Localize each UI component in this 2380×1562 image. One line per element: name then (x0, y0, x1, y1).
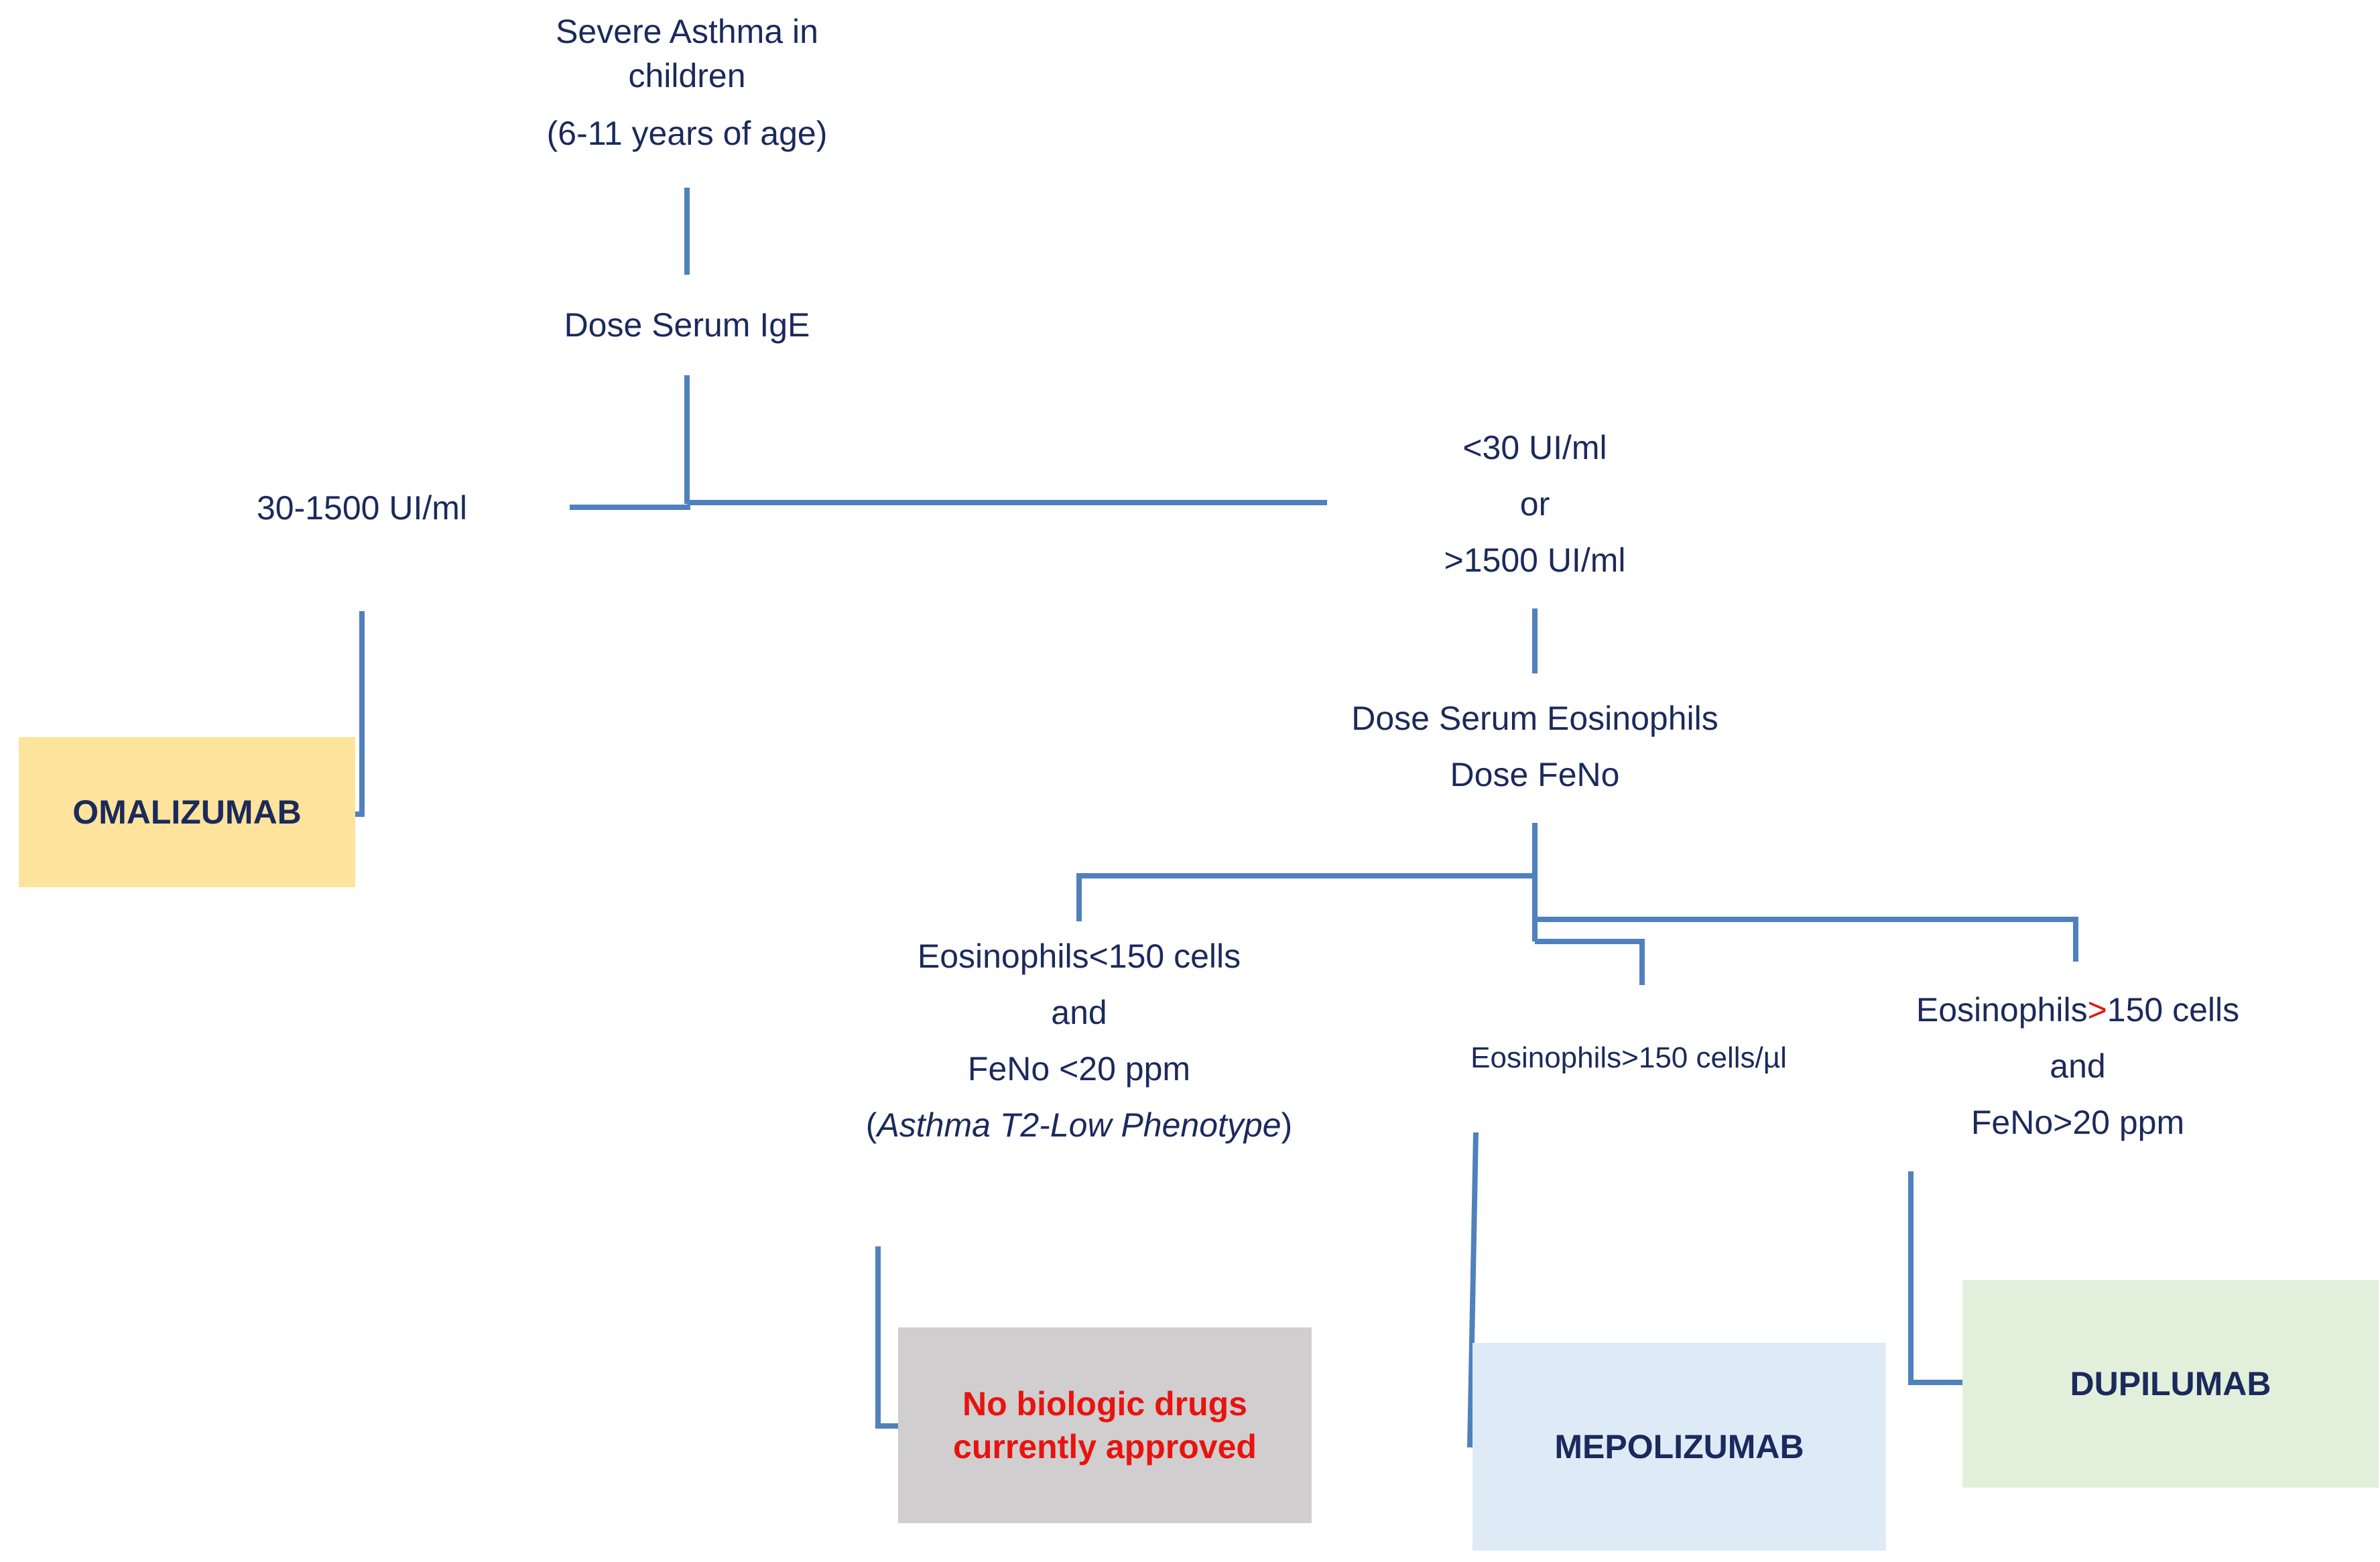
connector-to-mepolizumab (1467, 1132, 1479, 1448)
connector-to-dupilumab (1908, 1171, 1964, 1385)
no-biologic-line1: No biologic drugs (962, 1385, 1247, 1423)
ige-test-node: Dose Serum IgE (564, 306, 810, 344)
omalizumab-box: OMALIZUMAB (19, 737, 355, 887)
connector-to-low-branch (1076, 873, 1538, 921)
root-line1: Severe Asthma in (556, 13, 818, 50)
no-biologic-text: No biologic drugs currently approved (953, 1382, 1257, 1468)
low-branch-line1: Eosinophils<150 cells (917, 937, 1241, 975)
connector-to-high-branch (1535, 917, 2078, 962)
high-branch-cells: 150 cells (2107, 991, 2240, 1029)
ige-range-out-line1: <30 UI/ml (1462, 429, 1607, 466)
high-branch-node: Eosinophils>150 cells and FeNo>20 ppm (1810, 982, 2346, 1151)
high-branch-eos-label: Eosinophils (1916, 991, 2088, 1029)
low-branch-paren-open: ( (865, 1106, 877, 1144)
dupilumab-label: DUPILUMAB (2070, 1365, 2271, 1403)
mepolizumab-box: MEPOLIZUMAB (1473, 1343, 1886, 1551)
eos-test-line1: Dose Serum Eosinophils (1351, 700, 1718, 737)
root-node: Severe Asthma in children (6-11 years of… (486, 9, 888, 155)
ige-range-out-line2: or (1519, 485, 1550, 523)
connector-to-none (875, 1246, 901, 1429)
mepolizumab-label: MEPOLIZUMAB (1554, 1428, 1804, 1466)
high-branch-line2: and (2050, 1047, 2106, 1085)
ige-range-out-line3: >1500 UI/ml (1444, 541, 1626, 579)
connector-to-mid-branch (1535, 939, 1645, 985)
connector-to-omalizumab (355, 611, 365, 817)
low-branch-line4: (Asthma T2-Low Phenotype) (811, 1097, 1347, 1153)
ige-range-in-node: 30-1500 UI/ml (256, 489, 468, 527)
low-branch-line2: and (1051, 994, 1107, 1031)
no-biologic-line2: currently approved (953, 1428, 1257, 1466)
ige-range-out-node: <30 UI/ml or >1500 UI/ml (1367, 419, 1702, 588)
dupilumab-box: DUPILUMAB (1962, 1280, 2379, 1488)
high-branch-greater-sign: > (2087, 991, 2107, 1029)
root-line3: (6-11 years of age) (546, 115, 828, 152)
low-branch-line3: FeNo <20 ppm (967, 1050, 1191, 1088)
no-biologic-box: No biologic drugs currently approved (898, 1327, 1312, 1523)
low-branch-paren-close: ) (1281, 1106, 1293, 1144)
omalizumab-label: OMALIZUMAB (72, 793, 302, 831)
eos-test-node: Dose Serum Eosinophils Dose FeNo (1300, 690, 1769, 803)
root-line2: children (628, 57, 746, 94)
high-branch-line3: FeNo>20 ppm (1970, 1104, 2185, 1141)
eos-test-line2: Dose FeNo (1450, 756, 1620, 793)
low-branch-phenotype: Asthma T2-Low Phenotype (877, 1106, 1281, 1144)
mid-branch-node: Eosinophils>150 cells/µl (1470, 1041, 1787, 1074)
low-branch-node: Eosinophils<150 cells and FeNo <20 ppm (… (811, 928, 1347, 1153)
high-branch-line1: Eosinophils>150 cells (1810, 982, 2346, 1038)
